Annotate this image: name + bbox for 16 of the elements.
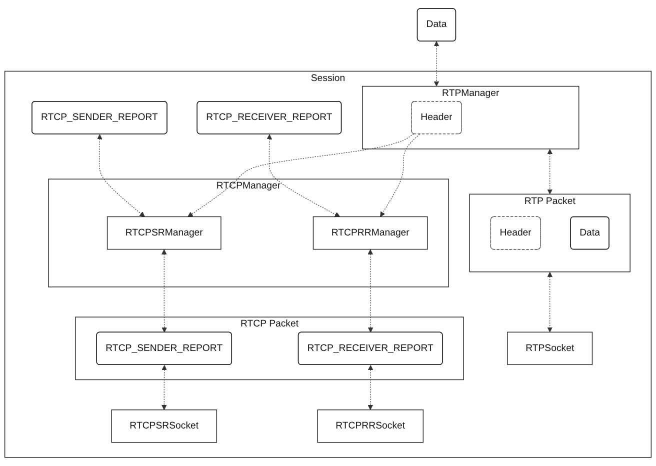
arrow: [368, 364, 374, 410]
arrow: [368, 249, 374, 333]
node-box: RTPSocket: [507, 332, 593, 366]
node-box: RTCPSRManager: [106, 216, 222, 250]
arrow: [547, 272, 553, 332]
arrow: [161, 364, 167, 410]
arrow: [161, 249, 167, 333]
node-box: RTCPSRSocket: [111, 410, 218, 443]
arrow: [266, 134, 340, 217]
arrow: [188, 134, 414, 217]
arrow: [380, 134, 420, 217]
node-box: RTCPRRSocket: [317, 410, 424, 443]
arrow: [97, 134, 145, 217]
arrow: [547, 148, 553, 194]
node-box: RTCPRRManager: [312, 216, 428, 250]
arrow: [434, 41, 440, 87]
